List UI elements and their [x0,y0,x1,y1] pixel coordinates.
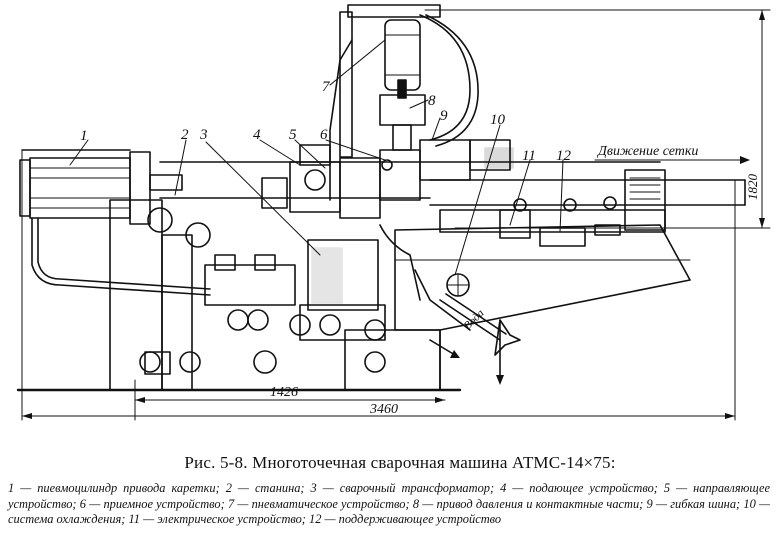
dimension-inner-width: 1426 [270,385,298,400]
direction-label: Движение сетки [596,144,698,159]
legend-item: 12 — поддерживающее устройство [309,512,502,526]
figure-caption: Рис. 5-8. Многоточечная сварочная машина… [184,453,616,472]
callout-4: 4 [253,127,261,143]
callout-1: 1 [80,128,88,144]
callout-2: 2 [181,127,189,143]
feed-assembly [289,139,514,219]
dimension-height: 1820 [745,174,760,201]
main-beam [21,149,746,239]
legend-item: 1 — пиевмоцилиндр привода каретки; [8,481,220,495]
legend-item: 2 — станина; [225,481,305,495]
pneumatic-cylinder [19,151,183,225]
carriage [139,207,386,374]
legend-item: 5 — направляющее устройство; [8,481,770,511]
callout-6: 6 [320,127,328,143]
callout-7: 7 [322,79,331,95]
pressure-tower [329,4,479,201]
legend-item: 11 — электрическое устройство; [128,512,306,526]
cooling-pipes [31,217,471,331]
legend-item: 3 — сварочный трансформатор; [310,481,495,495]
callout-5: 5 [289,127,297,143]
welding-transformer [299,239,386,341]
legend-item: 8 — привод давления и контактные части; [412,496,644,511]
callout-3: 3 [199,127,208,143]
dimension-total-width: 3460 [369,402,398,417]
legend-item: 6 — приемное устройство; [79,496,225,511]
callout-labels: 1 2 3 4 5 6 7 8 9 10 11 12 [80,79,572,164]
cooling-valve [429,273,521,385]
legend-item: 7 — пневматическое устройство; [227,496,410,511]
machine-drawing: 1 2 3 4 5 6 7 8 9 10 11 12 Движение сетк… [16,4,771,421]
support-device [513,196,621,247]
leader-lines [69,39,564,276]
callout-10: 10 [490,112,506,128]
legend-item: 4 — подающее устройство; [500,481,658,495]
machine-bed [109,199,691,391]
legend-item: 10 — система охлаждения; [8,496,771,527]
callout-12: 12 [556,148,572,164]
figure-legend: 1 — пиевмоцилиндр привода каретки; 2 — с… [8,481,770,528]
callout-8: 8 [428,93,436,109]
direction-arrow [594,156,750,164]
callout-9: 9 [440,108,448,124]
legend-item: 9 — гибкая шина; [646,496,741,511]
callout-11: 11 [522,148,536,164]
